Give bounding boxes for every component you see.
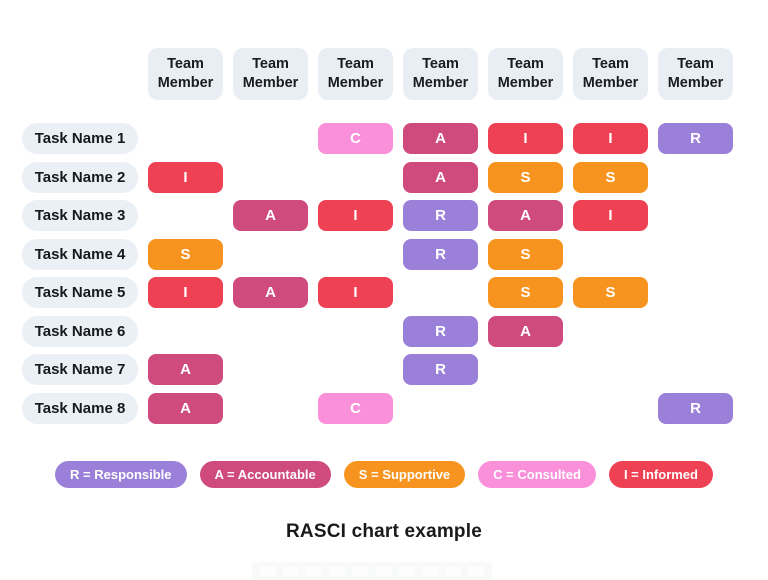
watermark-square [352,566,369,576]
role-cell-supportive: S [488,161,563,193]
role-cell-informed: I [148,277,223,308]
legend-pill-informed: I = Informed [608,461,713,488]
column-header: Team Member [488,48,563,100]
task-row-label: Task Name 4 [22,238,138,270]
watermark-square [398,566,415,576]
task-row-label: Task Name 7 [22,354,138,385]
watermark-square [421,566,438,576]
watermark-square [259,566,276,576]
legend-pill-accountable: A = Accountable [199,461,331,488]
role-cell-supportive: S [573,277,648,308]
header-spacer [22,48,138,100]
task-row-label: Task Name 5 [22,277,138,308]
watermark-square [375,566,392,576]
role-cell-informed: I [318,277,393,308]
role-cell-accountable: A [403,123,478,154]
role-cell-consulted: C [318,392,393,424]
role-cell-accountable: A [403,161,478,193]
role-cell-informed: I [318,200,393,231]
role-cell-informed: I [148,161,223,193]
column-header: Team Member [148,48,223,100]
watermark-square [282,566,299,576]
role-cell-supportive: S [488,277,563,308]
legend-pill-supportive: S = Supportive [343,461,466,488]
column-header: Team Member [233,48,308,100]
watermark-square [468,566,485,576]
role-cell-accountable: A [233,277,308,308]
role-cell-supportive: S [488,238,563,270]
role-cell-consulted: C [318,123,393,154]
watermark-square [305,566,322,576]
role-cell-supportive: S [148,238,223,270]
role-cell-supportive: S [573,161,648,193]
role-cell-responsible: R [403,354,478,385]
role-cell-responsible: R [403,238,478,270]
role-cell-accountable: A [488,200,563,231]
role-cell-responsible: R [658,392,733,424]
role-cell-informed: I [573,123,648,154]
role-cell-accountable: A [148,354,223,385]
column-header: Team Member [403,48,478,100]
role-cell-responsible: R [403,200,478,231]
task-row-label: Task Name 1 [22,123,138,154]
role-cell-informed: I [573,200,648,231]
task-row-label: Task Name 2 [22,161,138,193]
role-cell-accountable: A [148,392,223,424]
task-row-label: Task Name 6 [22,315,138,347]
legend-pill-consulted: C = Consulted [478,461,596,488]
task-row-label: Task Name 8 [22,392,138,424]
role-cell-informed: I [488,123,563,154]
watermark-strip [252,562,492,580]
legend: R = Responsible A = Accountable S = Suppor… [0,461,768,488]
role-cell-responsible: R [658,123,733,154]
column-header: Team Member [318,48,393,100]
watermark-square [445,566,462,576]
task-row-label: Task Name 3 [22,200,138,231]
role-cell-accountable: A [488,315,563,347]
legend-pill-responsible: R = Responsible [55,461,187,488]
chart-title: RASCI chart example [286,521,482,542]
role-cell-accountable: A [233,200,308,231]
watermark-square [329,566,346,576]
column-header: Team Member [573,48,648,100]
column-header: Team Member [658,48,733,100]
role-cell-responsible: R [403,315,478,347]
